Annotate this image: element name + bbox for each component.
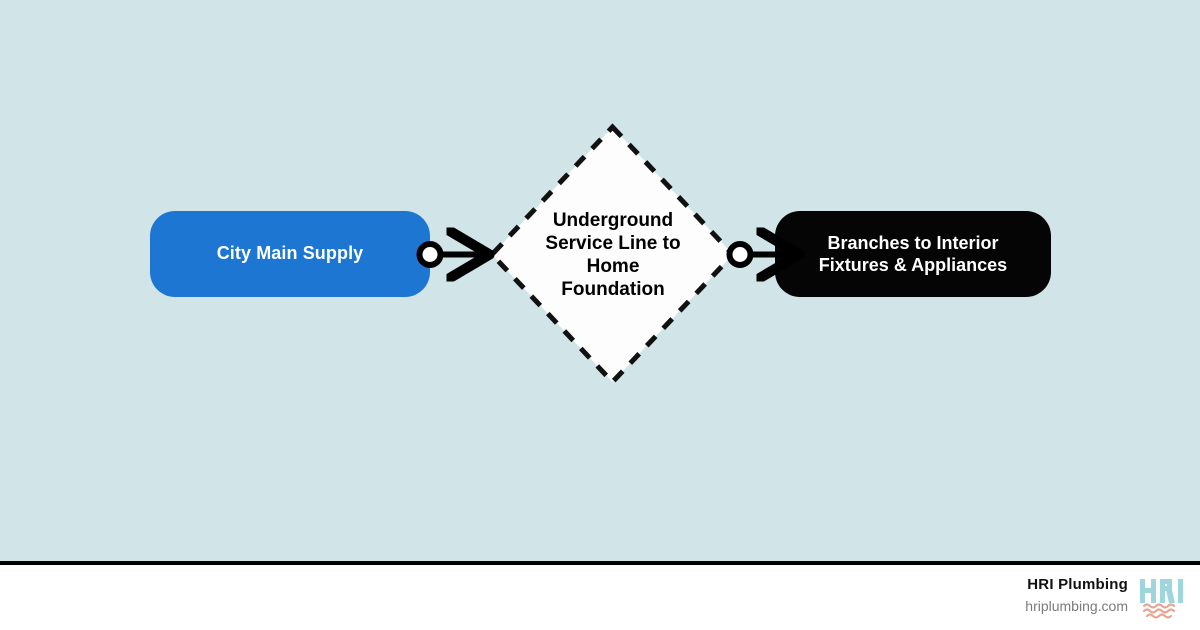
diagram-canvas: City Main Supply Underground Service Lin… bbox=[0, 0, 1200, 561]
hri-logo-icon bbox=[1140, 579, 1183, 619]
node-destination[interactable] bbox=[775, 211, 1051, 297]
node-process[interactable] bbox=[488, 123, 737, 386]
brand-name: HRI Plumbing bbox=[1027, 576, 1128, 593]
brand-block: HRI Plumbing hriplumbing.com bbox=[1025, 575, 1128, 616]
footer-divider bbox=[0, 561, 1200, 565]
node-source[interactable] bbox=[150, 211, 430, 297]
flow-diagram bbox=[150, 123, 1051, 386]
connector-source-to-process[interactable] bbox=[416, 244, 481, 265]
brand-url: hriplumbing.com bbox=[1025, 598, 1128, 615]
footer: HRI Plumbing hriplumbing.com bbox=[0, 565, 1200, 630]
connector-process-to-destination[interactable] bbox=[726, 244, 791, 265]
